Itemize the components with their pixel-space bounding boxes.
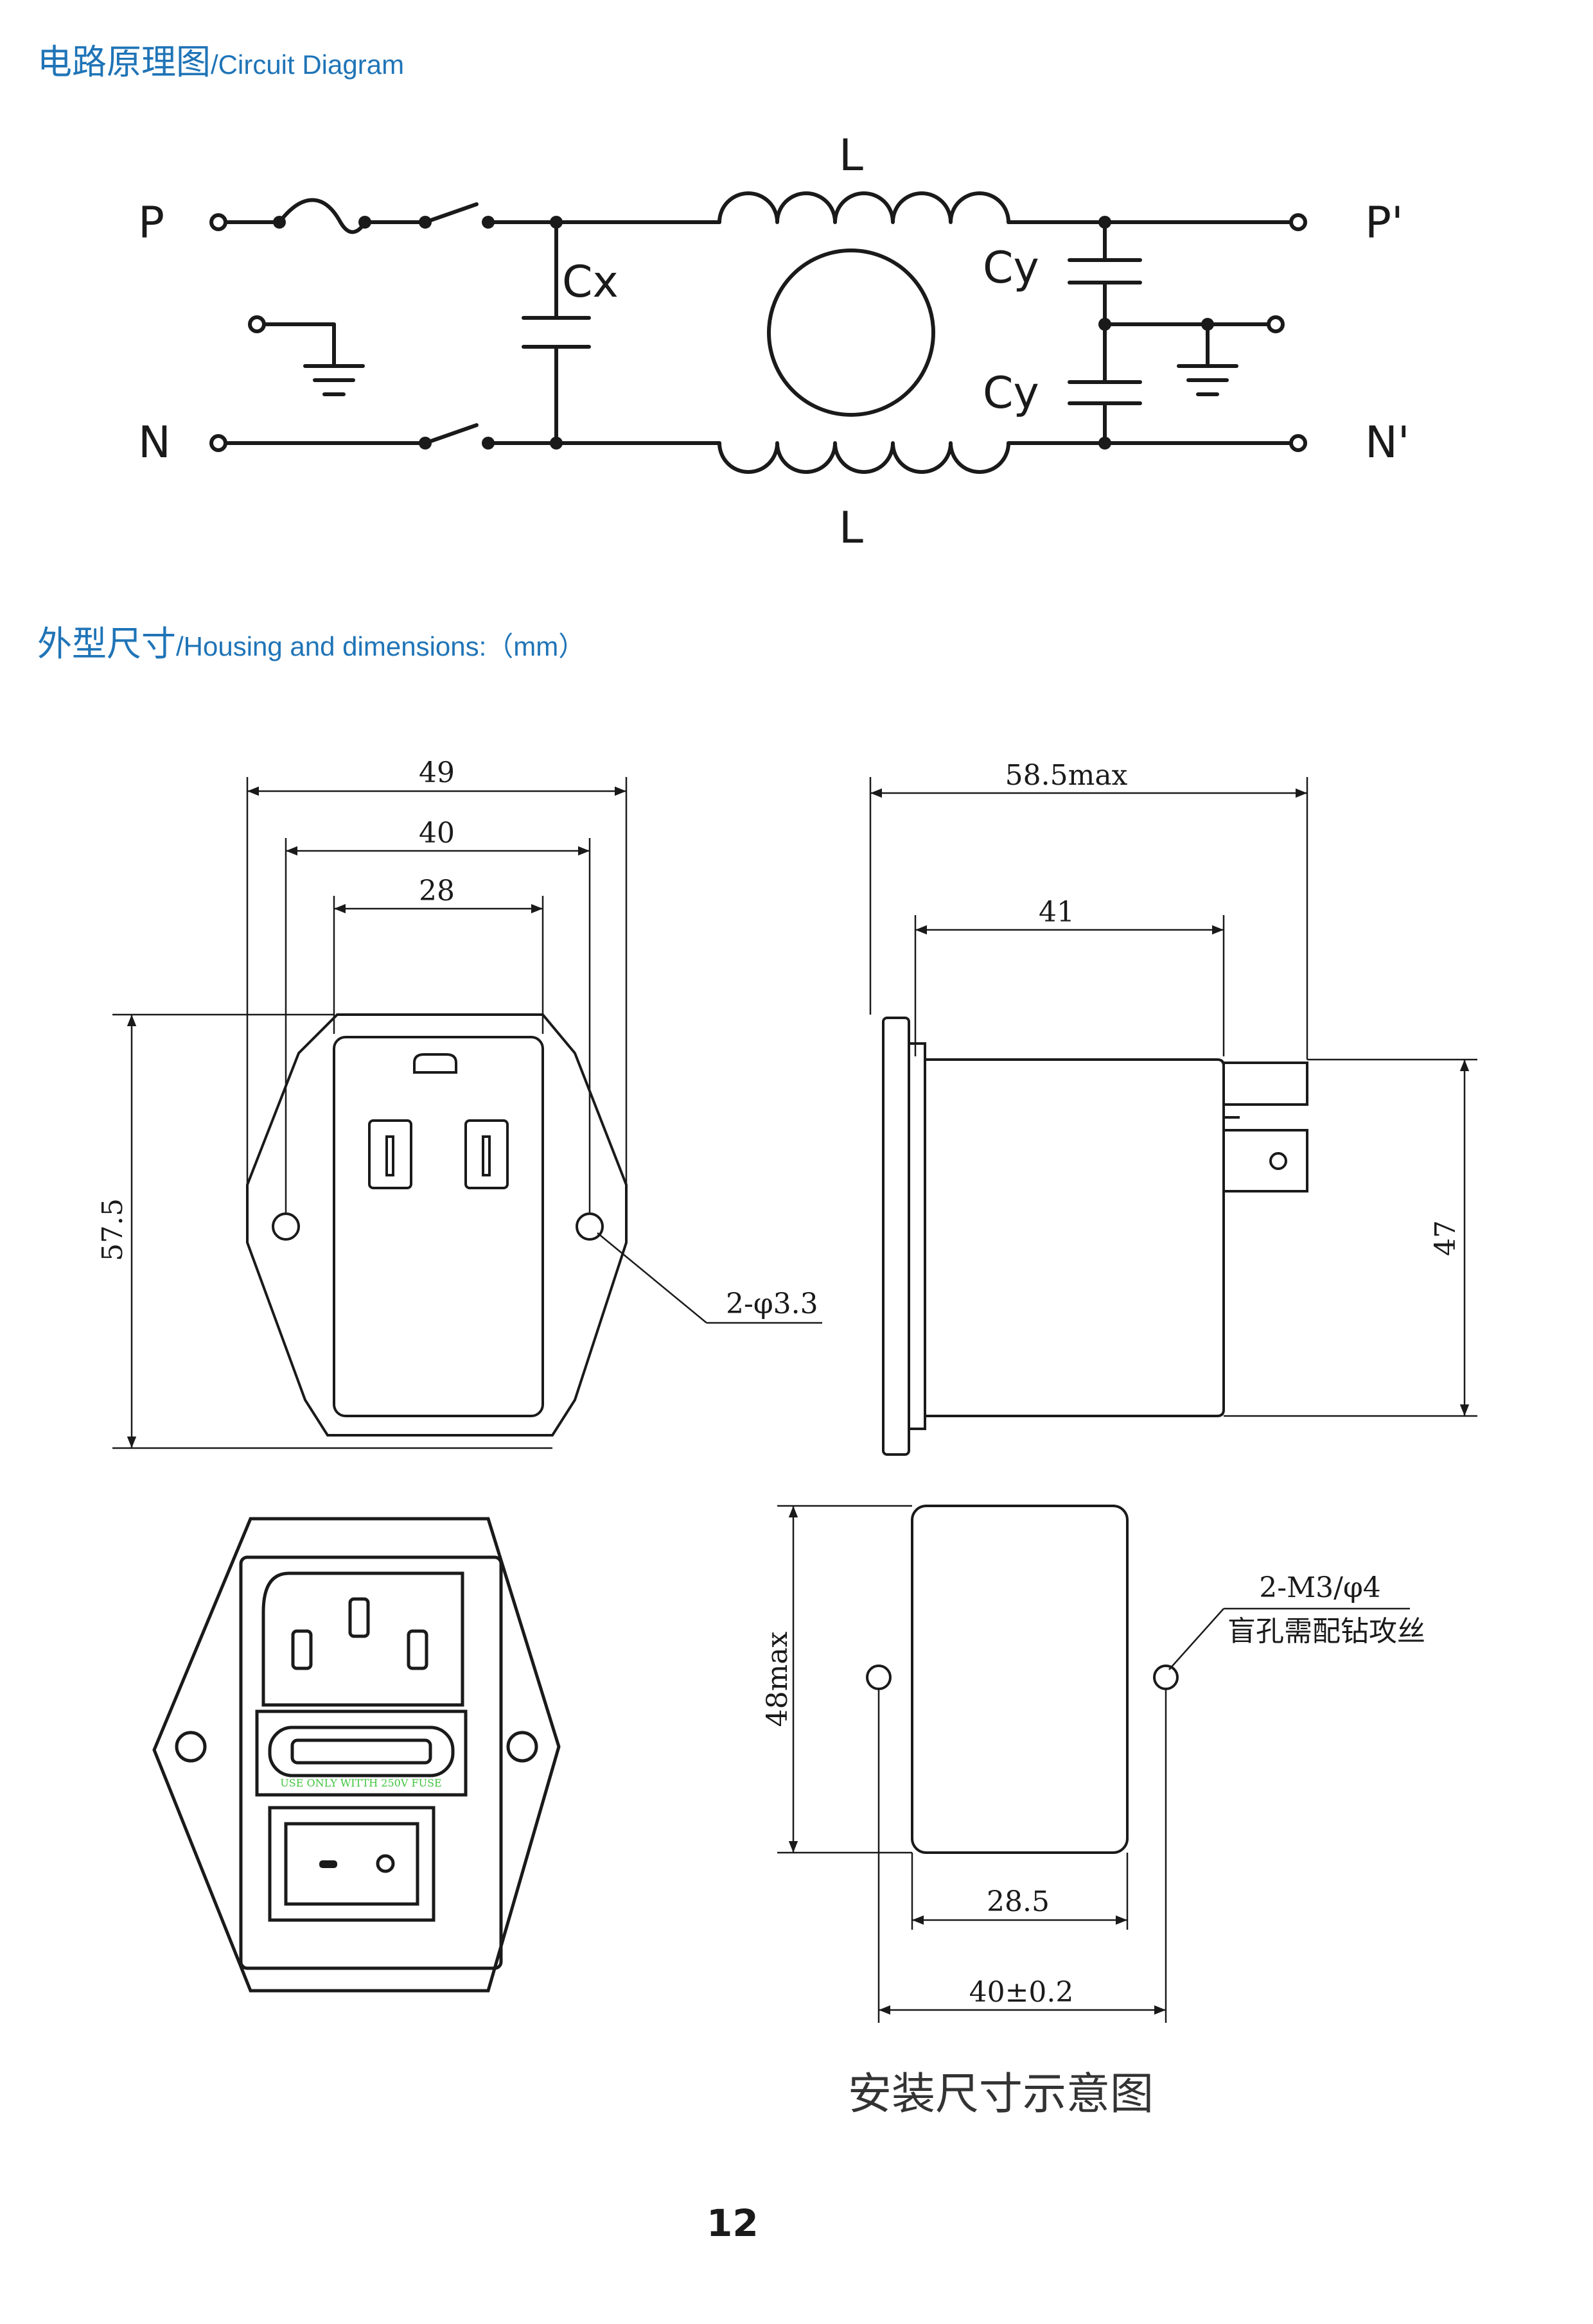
front-view: 49 40 28 57.5 2-φ3.3 — [96, 756, 822, 1449]
inlet-pin-right — [407, 1629, 428, 1670]
side-tab-top — [1222, 1062, 1308, 1106]
socket-hole-left — [175, 1731, 207, 1763]
socket-hole-right — [506, 1731, 538, 1763]
mounting-view: 48max 28.5 40±0.2 2-M3/φ4 盲孔需配钻攻丝 — [761, 1505, 1425, 2023]
socket-flange-outline — [152, 1517, 561, 1993]
inlet-pin-earth — [348, 1597, 370, 1638]
label-cx: Cx — [562, 257, 619, 308]
front-pin-right — [464, 1119, 509, 1189]
label-cy-top: Cy — [983, 243, 1039, 293]
side-flange — [882, 1017, 910, 1456]
circuit-title-en: Circuit Diagram — [218, 49, 405, 80]
rocker-switch — [284, 1822, 419, 1906]
dim-height-47: 47 — [1429, 1220, 1462, 1256]
fuse-window — [268, 1726, 455, 1778]
dim-depth-58-5max: 58.5max — [1005, 759, 1128, 792]
n-output-terminal — [1289, 434, 1307, 452]
switch-top — [423, 202, 479, 224]
inlet-pin-left — [291, 1629, 313, 1670]
front-body — [333, 1036, 544, 1417]
circuit-diagram-title: 电路原理图/Circuit Diagram — [37, 33, 404, 84]
housing-dimensions-title: 外型尺寸/Housing and dimensions:（mm） — [37, 615, 585, 666]
earth-output-terminal — [1267, 315, 1285, 333]
dim-width-49: 49 — [419, 756, 455, 789]
circuit-diagram: P N P' N' L L Cx Cy Cy — [138, 130, 1410, 554]
socket-panel-view: USE ONLY WITTH 250V FUSE — [152, 1517, 561, 1993]
label-n-out: N' — [1365, 417, 1410, 468]
dim-hole-note: 盲孔需配钻攻丝 — [1228, 1615, 1425, 1648]
dim-hole-spacing-40: 40 — [419, 817, 455, 850]
fuse-holder — [255, 1709, 468, 1797]
label-inductor-bottom: L — [839, 503, 863, 554]
dim-hole-spec-m3: 2-M3/φ4 — [1259, 1571, 1381, 1604]
front-earth-pin — [413, 1053, 457, 1074]
label-n-in: N — [138, 417, 171, 468]
dim-hole-spacing-40-tol: 40±0.2 — [969, 1976, 1074, 2009]
inductor-bottom-coil — [717, 441, 1010, 474]
page-number: 12 — [707, 2201, 759, 2245]
mounting-cutout — [911, 1505, 1129, 1854]
circuit-title-separator: / — [211, 49, 218, 80]
label-cy-bottom: Cy — [983, 368, 1039, 419]
front-pin-left — [368, 1119, 412, 1189]
rocker-switch-outer — [268, 1806, 436, 1922]
dim-holes-spec: 2-φ3.3 — [726, 1288, 818, 1320]
p-output-terminal — [1289, 213, 1307, 231]
label-inductor-top: L — [839, 130, 863, 181]
dim-height-57-5: 57.5 — [96, 1198, 129, 1261]
fuse-symbol — [277, 198, 367, 234]
mounting-hole-right — [1153, 1664, 1179, 1690]
front-hole-right — [576, 1212, 604, 1241]
mounting-caption: 安装尺寸示意图 — [848, 2069, 1154, 2120]
dim-body-41: 41 — [1039, 896, 1075, 929]
switch-off-mark — [319, 1860, 337, 1868]
mounting-hole-left — [866, 1664, 892, 1690]
side-view: 58.5max 41 47 — [869, 759, 1477, 1456]
fuse-warning-label: USE ONLY WITTH 250V FUSE — [280, 1777, 441, 1789]
housing-title-en: Housing and dimensions:（mm） — [183, 631, 586, 661]
front-hole-left — [272, 1212, 300, 1241]
side-body — [925, 1058, 1225, 1417]
front-flange-outline — [246, 1013, 628, 1437]
switch-bottom — [423, 423, 479, 445]
housing-title-zh: 外型尺寸 — [37, 624, 176, 664]
circuit-title-zh: 电路原理图 — [37, 42, 211, 82]
housing-title-separator: / — [176, 631, 184, 661]
iec-inlet — [261, 1571, 464, 1707]
dim-height-48max: 48max — [761, 1631, 794, 1727]
socket-body — [239, 1555, 503, 1970]
dim-cutout-28-5: 28.5 — [987, 1885, 1050, 1918]
dim-inner-28: 28 — [419, 875, 455, 907]
label-p-out: P' — [1365, 198, 1404, 249]
inductor-core — [767, 249, 935, 417]
label-p-in: P — [138, 198, 164, 249]
side-terminal — [1222, 1129, 1308, 1193]
inductor-top-coil — [717, 191, 1010, 224]
